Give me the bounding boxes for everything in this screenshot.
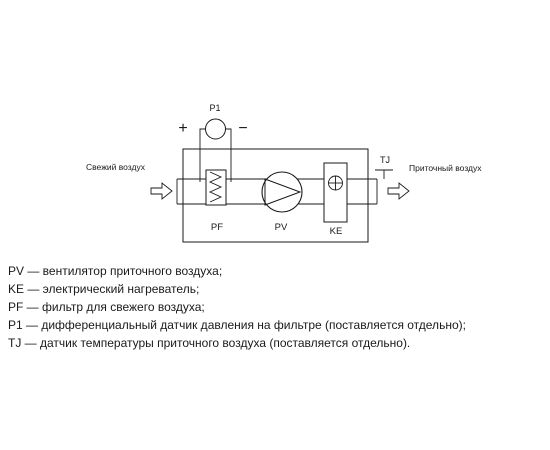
inlet-arrow [150, 182, 173, 200]
fan-label: PV [275, 222, 288, 233]
filter-label: PF [211, 222, 223, 233]
legend-item-ke: KE — электрический нагреватель; [8, 282, 200, 296]
pressure-tubes [199, 128, 232, 182]
unit-housing [182, 148, 369, 243]
sensor-p1-label: P1 [209, 103, 220, 113]
outlet-arrow [387, 182, 410, 200]
legend: PV — вентилятор приточного воздуха; KE —… [8, 262, 548, 352]
legend-item-tj: TJ — датчик температуры приточного возду… [8, 336, 411, 350]
legend-item-p1: P1 — дифференциальный датчик давления на… [8, 318, 466, 332]
inlet-label: Свежий воздух [86, 162, 146, 172]
temperature-sensor-tj [375, 169, 393, 179]
fan-pv [261, 171, 303, 213]
ventilation-schematic: P1 + − Свежий воздух Приточный воздух TJ… [86, 103, 482, 243]
filter-pf [205, 169, 227, 206]
sensor-tj-label: TJ [380, 155, 390, 165]
legend-item-pv: PV — вентилятор приточного воздуха; [8, 264, 223, 278]
heater-label: KE [330, 226, 343, 237]
outlet-label: Приточный воздух [409, 163, 482, 173]
legend-item-pf: PF — фильтр для свежего воздуха; [8, 300, 205, 314]
heater-ke [323, 162, 348, 223]
minus-sign: − [238, 120, 247, 137]
pressure-sensor-p1 [205, 118, 226, 140]
plus-sign: + [178, 120, 187, 137]
